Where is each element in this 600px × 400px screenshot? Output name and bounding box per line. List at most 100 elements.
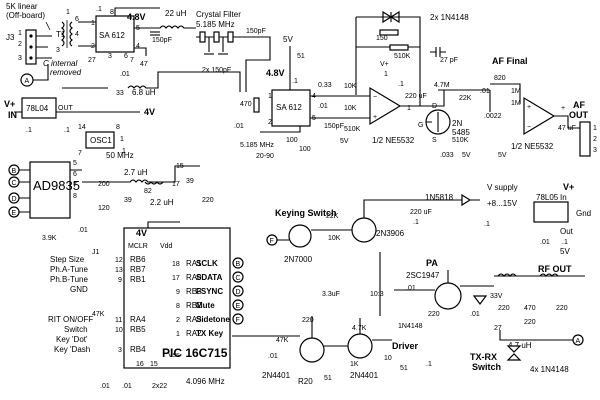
af-out-connector: [579, 121, 591, 157]
j3-pin2: 2: [18, 41, 22, 48]
pic-j1: J1: [92, 249, 100, 256]
jfet-g: G: [418, 122, 423, 129]
pic-r47k: 47K: [92, 311, 105, 318]
r-150: [379, 29, 399, 36]
driver-r51: 51: [324, 375, 332, 382]
jfet-stage: 27 pF G D S 2N 5485 22K .0022 510K .033 …: [418, 47, 502, 159]
mic-c01: .1: [398, 81, 404, 88]
sig-sidetone: Sidetone: [196, 315, 230, 324]
mixer2-ic: [271, 89, 311, 127]
mixer2-c01b: .01: [318, 103, 328, 110]
sig-sdata: SDATA: [196, 273, 223, 282]
reg5-5v: 5V: [560, 247, 570, 256]
t1-secondary: [69, 21, 73, 47]
mic-opamp-triangle: [369, 86, 402, 126]
pic-r-17: 17: [172, 275, 180, 282]
mixer2-xtal: 5.185 MHz: [240, 142, 274, 149]
pic-r-ra2: RA2: [186, 329, 202, 338]
lpf-p17: 17: [172, 181, 180, 188]
pic-left-pins: RB6 RB7 RB1 RA4 RB5 RB4 12 13 9 11 10 3: [115, 255, 146, 354]
dds-c01: .01: [78, 227, 88, 234]
pic-l-rb6: RB6: [130, 255, 146, 264]
dds-lowpass: 2.7 uH 2.2 uH 39 82 39 220 15 17: [82, 163, 214, 207]
mixer2-name: SA 612: [276, 103, 302, 112]
reg5-78l05: [533, 201, 569, 223]
lpf-r220: 220: [202, 197, 214, 204]
mixer1-pin3: 3: [108, 53, 112, 60]
sw-pha-tune: Ph.A-Tune: [50, 265, 88, 274]
sig-tx-key: TX Key: [196, 329, 224, 338]
keying-2n3906: [351, 217, 377, 243]
mixer2-c100a: 100: [286, 137, 298, 144]
pic-l-rb1: RB1: [130, 275, 146, 284]
pic-r-ra0: RA0: [186, 273, 202, 282]
tag-a-left-text: A: [25, 78, 30, 85]
pa-c220: 220: [524, 319, 536, 326]
pic-l-13: 13: [115, 267, 123, 274]
pa-zener: 33V: [490, 293, 503, 300]
power-amplifier: PA 2SC1947 33V .01 10:3 3.3uF 1N4148 220…: [322, 252, 585, 330]
osc-p8: 8: [116, 124, 120, 131]
c-internal-line1: C internal: [43, 59, 77, 68]
pic-mclr: MCLR: [128, 243, 148, 250]
t1-primary: [61, 21, 65, 47]
jfet-r510k: 510K: [452, 137, 469, 144]
txrx-c27: 27: [494, 325, 502, 332]
driver-r20: R20: [298, 377, 313, 386]
t1-pin6: 6: [75, 16, 79, 23]
keying-q2: 2N3906: [376, 229, 405, 238]
driver-c1b: .1: [426, 361, 432, 368]
reg5-in: In: [560, 193, 567, 202]
pa-transistor: 2SC1947: [406, 271, 440, 280]
sw-key-dash: Key 'Dash: [54, 345, 90, 354]
mic-c220: 220 uF: [405, 93, 427, 100]
regulator-osc-dds: V+ IN 78L04 OUT .1 .1 4V OSC1 50 MHz 14 …: [4, 97, 155, 242]
dds-ad9835: [29, 161, 71, 219]
lpf-l1: 2.7 uH: [124, 168, 148, 177]
txrx-tag: A: [576, 338, 581, 345]
keying-c1: .1: [413, 219, 419, 226]
mixer2-trim: 20-90: [256, 153, 274, 160]
crystal-filter-title: Crystal Filter: [196, 10, 241, 19]
dds-p7: 7: [73, 182, 77, 189]
mixer2-c1: .1: [292, 78, 298, 85]
jfet-s: S: [432, 137, 437, 144]
driver-r4k7: 4.7K: [352, 325, 367, 332]
sig-sclk: SCLK: [196, 259, 218, 268]
mixer1-supply: 4.8V: [127, 12, 146, 22]
pa-rf-out: RF OUT: [538, 264, 572, 274]
mic-amp-diodes: 2x 1N4148: [430, 13, 469, 22]
mixer2-pin2: 2: [268, 119, 272, 126]
af-pin3: 3: [593, 147, 597, 154]
mixer2-48v: 4.8V: [266, 68, 285, 78]
af-final: AF Final 820 .01 1M 1M +− + 47 uF 1/2 NE…: [480, 56, 597, 159]
mixer-1: SA 612 8 1 2 5 4 3 6 7 4.8V .1 27 47 .01: [78, 6, 160, 78]
lpf-c39: 39: [124, 197, 132, 204]
c-internal-line2: removed: [50, 68, 82, 77]
keying-c220: 220 uF: [410, 209, 432, 216]
reg-out: OUT: [58, 105, 74, 112]
dds-p8: 8: [73, 193, 77, 200]
cf-c-out: 150pF: [246, 28, 266, 35]
osc-p1: 1: [120, 136, 124, 143]
mic-r1: 1: [407, 105, 411, 112]
svg-text:+: +: [373, 114, 377, 121]
tag-b-right: B: [236, 261, 241, 268]
tag-e-left: E: [12, 210, 17, 217]
pa-l470: 470: [524, 305, 536, 312]
sig-fsync: FSYNC: [196, 287, 223, 296]
input-coupling: 22 uH 150pF 33 6.8 uH: [62, 9, 241, 97]
keying-c1b: .1: [484, 221, 490, 228]
pic-l-ra4: RA4: [130, 315, 146, 324]
pic-switch-labels: Step Size Ph.A-Tune Ph.B-Tune GND RIT ON…: [48, 255, 93, 354]
reg-name: 78L04: [26, 104, 49, 113]
af-opamp-label: 1/2 NE5532: [511, 142, 554, 151]
dds-name: AD9835: [33, 178, 80, 193]
reg5-gnd: Gnd: [576, 209, 591, 218]
reg-4v: 4V: [144, 107, 155, 117]
pa-turns: 10:3: [370, 291, 384, 298]
keying-title: Keying Switch: [275, 208, 337, 218]
reg-vplus: V+: [4, 99, 15, 109]
pic-l-rb4: RB4: [130, 345, 146, 354]
osc-p7: 7: [78, 150, 82, 157]
